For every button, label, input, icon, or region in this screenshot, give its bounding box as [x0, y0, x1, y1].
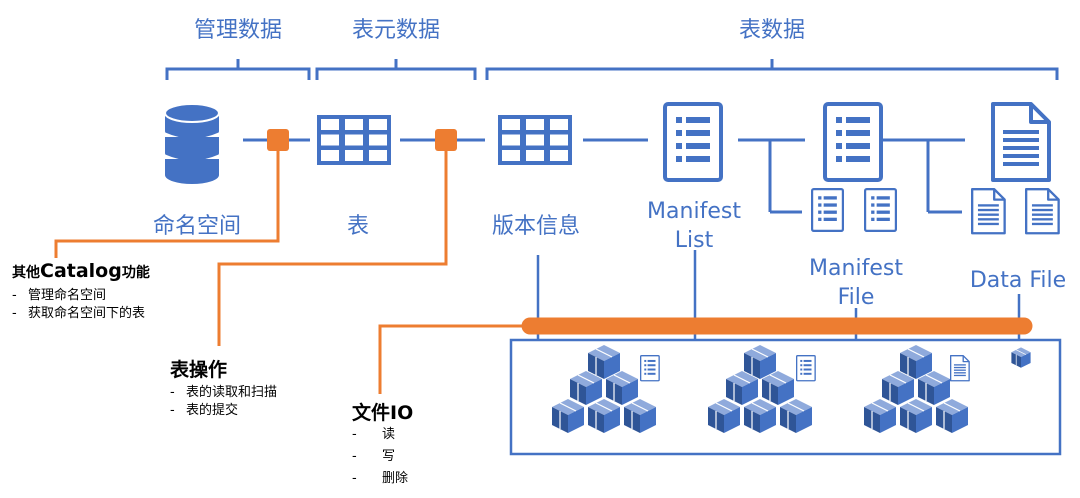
- connector-lines: [243, 138, 965, 214]
- catalog-connector-square: [267, 129, 289, 151]
- list-item: 表的提交: [170, 402, 277, 420]
- table-ops-items: 表的读取和扫描 表的提交: [170, 384, 277, 420]
- brace-table-data: [485, 59, 1059, 80]
- version-info-grid-icon: [498, 115, 572, 165]
- list-item: 表的读取和扫描: [170, 384, 277, 402]
- manifest-file-small-icon: [810, 188, 845, 232]
- manifest-list-icon: [663, 102, 723, 182]
- manifest-file-main-icon: [823, 102, 883, 182]
- catalog-title-suffix: 功能: [121, 265, 150, 281]
- list-item: 写: [352, 446, 408, 468]
- data-file-tiny-icon: [949, 355, 970, 382]
- catalog-title: 其他Catalog功能: [12, 260, 150, 282]
- database-icon: [164, 103, 220, 184]
- list-item: 读: [352, 424, 408, 446]
- category-label-manage-data: 管理数据: [193, 18, 283, 43]
- file-io-title: 文件IO: [352, 402, 414, 424]
- manifest-list-line1: Manifest: [647, 199, 741, 224]
- node-label-data-file: Data File: [969, 268, 1067, 293]
- node-label-manifest-list: Manifest List: [647, 197, 741, 255]
- list-item: 管理命名空间: [12, 287, 145, 305]
- manifest-file-tiny-icon: [795, 355, 816, 382]
- list-item: 获取命名空间下的表: [12, 305, 145, 323]
- data-file-small-icon: [970, 188, 1006, 235]
- file-io-items: 读 写 删除: [352, 424, 408, 490]
- category-label-table-data: 表数据: [738, 18, 806, 43]
- data-file-small-icon: [1025, 188, 1060, 235]
- manifest-list-small-icon: [639, 355, 660, 382]
- node-label-namespace: 命名空间: [152, 214, 242, 239]
- brace-manage-data: [165, 59, 311, 80]
- node-label-version-info: 版本信息: [491, 214, 581, 239]
- node-label-manifest-file: Manifest File: [809, 254, 903, 312]
- manifest-file-line2: File: [837, 285, 875, 310]
- catalog-title-main: Catalog: [40, 260, 122, 282]
- table-ops-connector-square: [435, 129, 457, 151]
- data-file-main-icon: [991, 102, 1051, 182]
- category-label-table-metadata: 表元数据: [351, 18, 441, 43]
- catalog-items: 管理命名空间 获取命名空间下的表: [12, 287, 145, 323]
- list-item: 删除: [352, 468, 408, 490]
- catalog-title-prefix: 其他: [12, 265, 40, 281]
- manifest-file-small-icon: [863, 188, 898, 232]
- table-grid-icon: [317, 115, 391, 165]
- orange-leader-lines: [54, 140, 530, 394]
- node-label-table: 表: [346, 214, 370, 239]
- manifest-file-line1: Manifest: [809, 256, 903, 281]
- manifest-list-line2: List: [674, 228, 714, 253]
- brace-table-metadata: [315, 59, 477, 80]
- table-ops-title: 表操作: [170, 359, 228, 381]
